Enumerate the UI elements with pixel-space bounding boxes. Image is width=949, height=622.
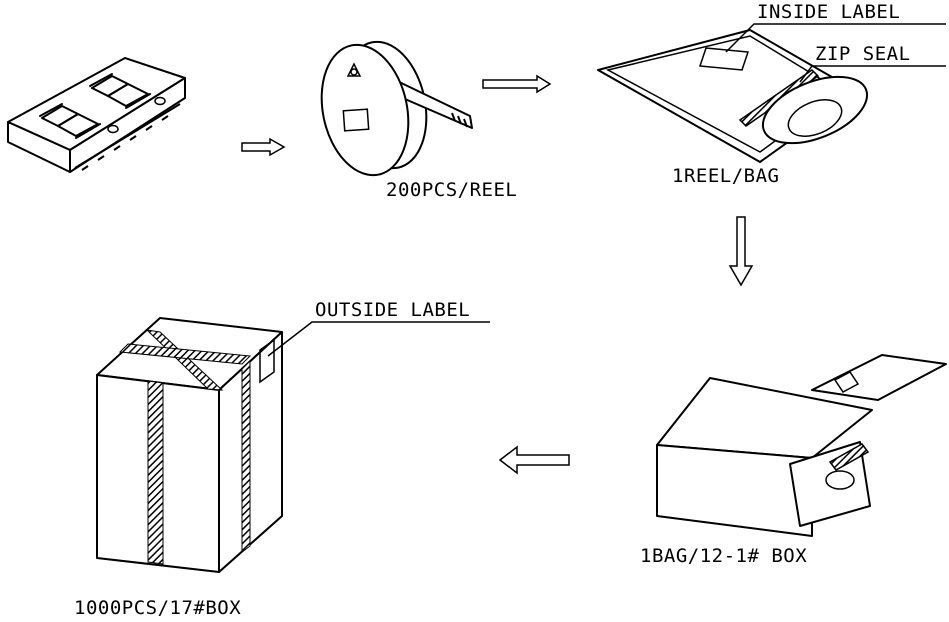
reel-quantity-label: 200PCS/REEL (386, 179, 517, 201)
arrow-right-icon (482, 74, 552, 94)
outer-box-label: 1000PCS/17#BOX (74, 597, 241, 619)
zip-seal-text: ZIP SEAL (815, 43, 911, 65)
arrow-down-icon (728, 216, 754, 287)
inner-box-label: 1BAG/12-1# BOX (640, 545, 807, 567)
led-display-component (7, 57, 186, 173)
inner-box (656, 354, 947, 537)
outer-carton (96, 317, 283, 573)
inside-label-leader (725, 23, 946, 53)
inside-label-text: INSIDE LABEL (757, 1, 900, 23)
outside-label-leader (267, 321, 490, 357)
tape-reel (320, 40, 473, 177)
arrow-left-icon (498, 445, 570, 475)
moisture-barrier-bag (597, 29, 869, 163)
outside-label-text: OUTSIDE LABEL (315, 299, 470, 321)
bag-quantity-label: 1REEL/BAG (672, 165, 779, 187)
zip-seal-leader (799, 65, 946, 83)
arrow-right-icon (241, 137, 286, 157)
